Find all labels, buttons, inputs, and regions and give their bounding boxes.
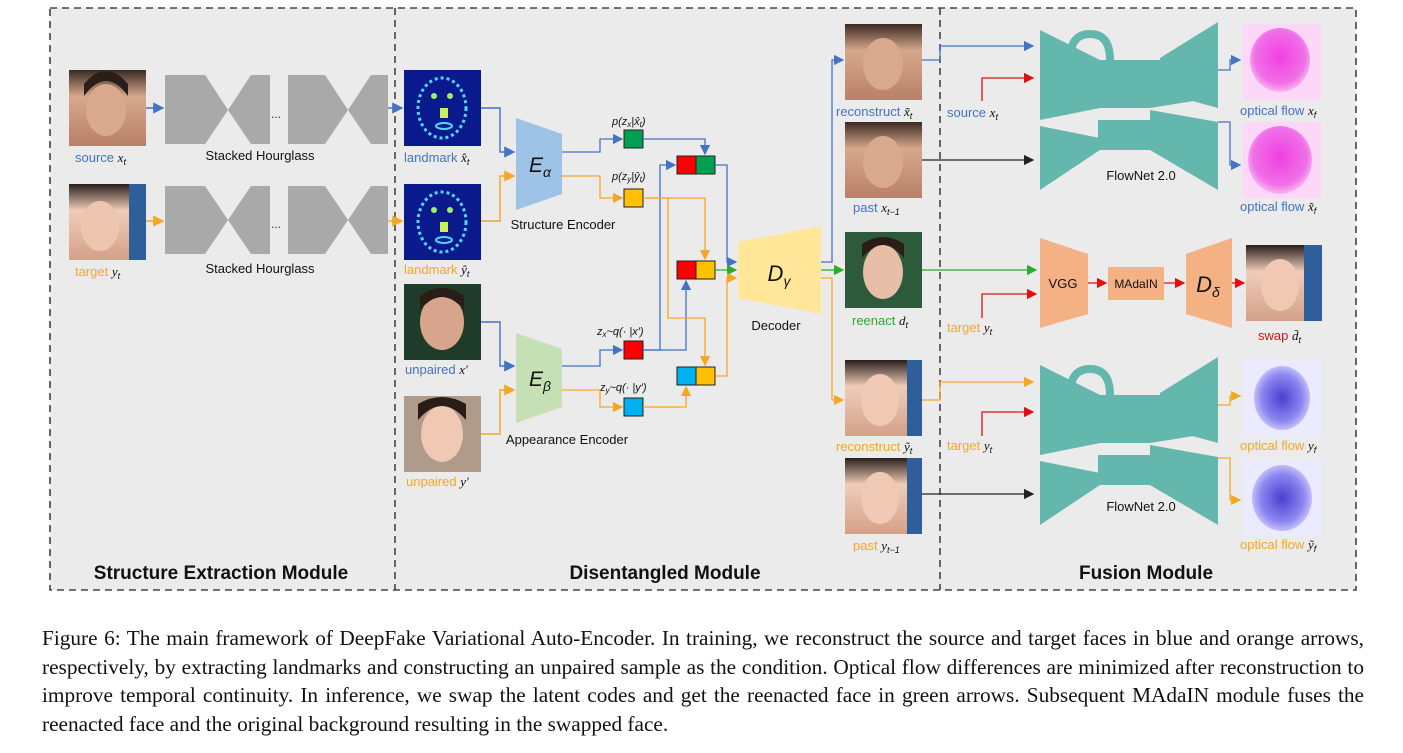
landmark-source-label: landmark x̂t	[404, 150, 470, 167]
framework-diagram: Structure Extraction Module Disentangled…	[49, 7, 1357, 591]
hourglass-ellipsis: ...	[271, 217, 281, 231]
flownet-bottom-label: FlowNet 2.0	[1106, 499, 1175, 514]
optical-flow-source-label: optical flow xf	[1240, 103, 1318, 120]
appearance-encoder-label: Appearance Encoder	[506, 432, 629, 447]
decoder-symbol: Dγ	[768, 261, 792, 289]
q-zx-label: zx~q(· |x′)	[596, 326, 644, 339]
optical-flow-reconstruct-target-image	[1243, 460, 1321, 536]
q-zy-label: zy~q(· |y′)	[599, 382, 647, 395]
combined-code-bottom	[676, 366, 716, 386]
stacked-hourglass-bottom	[165, 186, 388, 254]
appearance-encoder	[516, 333, 562, 423]
optical-flow-reconstruct-source-label: optical flow x̃f	[1240, 199, 1318, 216]
fusion-target-label-bottom: target yt	[947, 438, 993, 455]
past-source-label: past xt−1	[853, 200, 900, 217]
reconstruct-source-image	[845, 24, 922, 100]
hourglass-label-bottom: Stacked Hourglass	[205, 261, 315, 276]
reconstruct-target-label: reconstruct ỹt	[836, 439, 913, 456]
structure-encoder-label: Structure Encoder	[511, 217, 616, 232]
combined-code-top	[676, 155, 716, 175]
optical-flow-target-label: optical flow yf	[1240, 438, 1318, 455]
appearance-encoder-symbol: Eβ	[529, 368, 551, 394]
swap-image	[1246, 245, 1322, 321]
flownet-top	[1040, 22, 1218, 190]
fusion-target-label-mid: target yt	[947, 320, 993, 337]
vgg-label: VGG	[1049, 276, 1078, 291]
decoder-label: Decoder	[751, 318, 801, 333]
optical-flow-reconstruct-target-label: optical flow ỹf	[1240, 537, 1318, 554]
madain-block	[1108, 267, 1164, 300]
structure-module-title: Structure Extraction Module	[94, 563, 348, 584]
p-zy-label: p(zy|ŷt)	[611, 171, 646, 184]
flownet-top-label: FlowNet 2.0	[1106, 168, 1175, 183]
p-zx-label: p(zx|x̂t)	[611, 116, 646, 129]
madain-label: MAdaIN	[1114, 277, 1157, 291]
optical-flow-source-image	[1243, 24, 1321, 100]
reconstruct-target-image	[845, 360, 922, 436]
unpaired-source-image	[404, 284, 481, 360]
combined-code-middle	[676, 260, 716, 280]
disentangled-module-title: Disentangled Module	[569, 563, 760, 584]
figure-caption: Figure 6: The main framework of DeepFake…	[42, 626, 1364, 736]
vgg-block	[1040, 238, 1088, 328]
source-label: source xt	[75, 150, 126, 167]
past-source-image	[845, 122, 922, 198]
optical-flow-reconstruct-source-image	[1243, 122, 1321, 198]
reenact-label: reenact dt	[852, 313, 909, 330]
source-face-image	[69, 70, 146, 146]
reenact-image	[845, 232, 922, 308]
code-zx-appearance	[623, 340, 644, 360]
code-zy-appearance	[623, 397, 644, 417]
swap-label: swap d̄t	[1258, 328, 1301, 345]
past-target-image	[845, 458, 922, 534]
flownet-bottom	[1040, 357, 1218, 525]
hourglass-label-top: Stacked Hourglass	[205, 148, 315, 163]
code-zy-structure	[623, 188, 644, 208]
reconstruct-source-label: reconstruct x̃t	[836, 104, 913, 121]
fusion-module-title: Fusion Module	[1079, 563, 1213, 584]
landmark-target-image	[404, 184, 481, 260]
landmark-target-label: landmark ŷt	[404, 262, 470, 279]
target-label: target yt	[75, 264, 121, 281]
unpaired-source-label: unpaired x′	[405, 362, 468, 377]
landmark-source-image	[404, 70, 481, 146]
d-delta-block	[1186, 238, 1232, 328]
structure-encoder-symbol: Eα	[529, 154, 552, 180]
fusion-source-label: source xt	[947, 105, 998, 122]
stacked-hourglass-top	[165, 75, 388, 144]
optical-flow-target-image	[1243, 360, 1321, 436]
structure-encoder	[516, 118, 562, 210]
d-delta-symbol: Dδ	[1196, 272, 1220, 300]
past-target-label: past yt−1	[853, 538, 900, 555]
target-face-image	[69, 184, 146, 260]
code-zx-structure	[623, 129, 644, 149]
hourglass-ellipsis: ...	[271, 107, 281, 121]
decoder	[738, 226, 821, 314]
unpaired-target-label: unpaired y′	[406, 474, 469, 489]
unpaired-target-image	[404, 396, 481, 472]
